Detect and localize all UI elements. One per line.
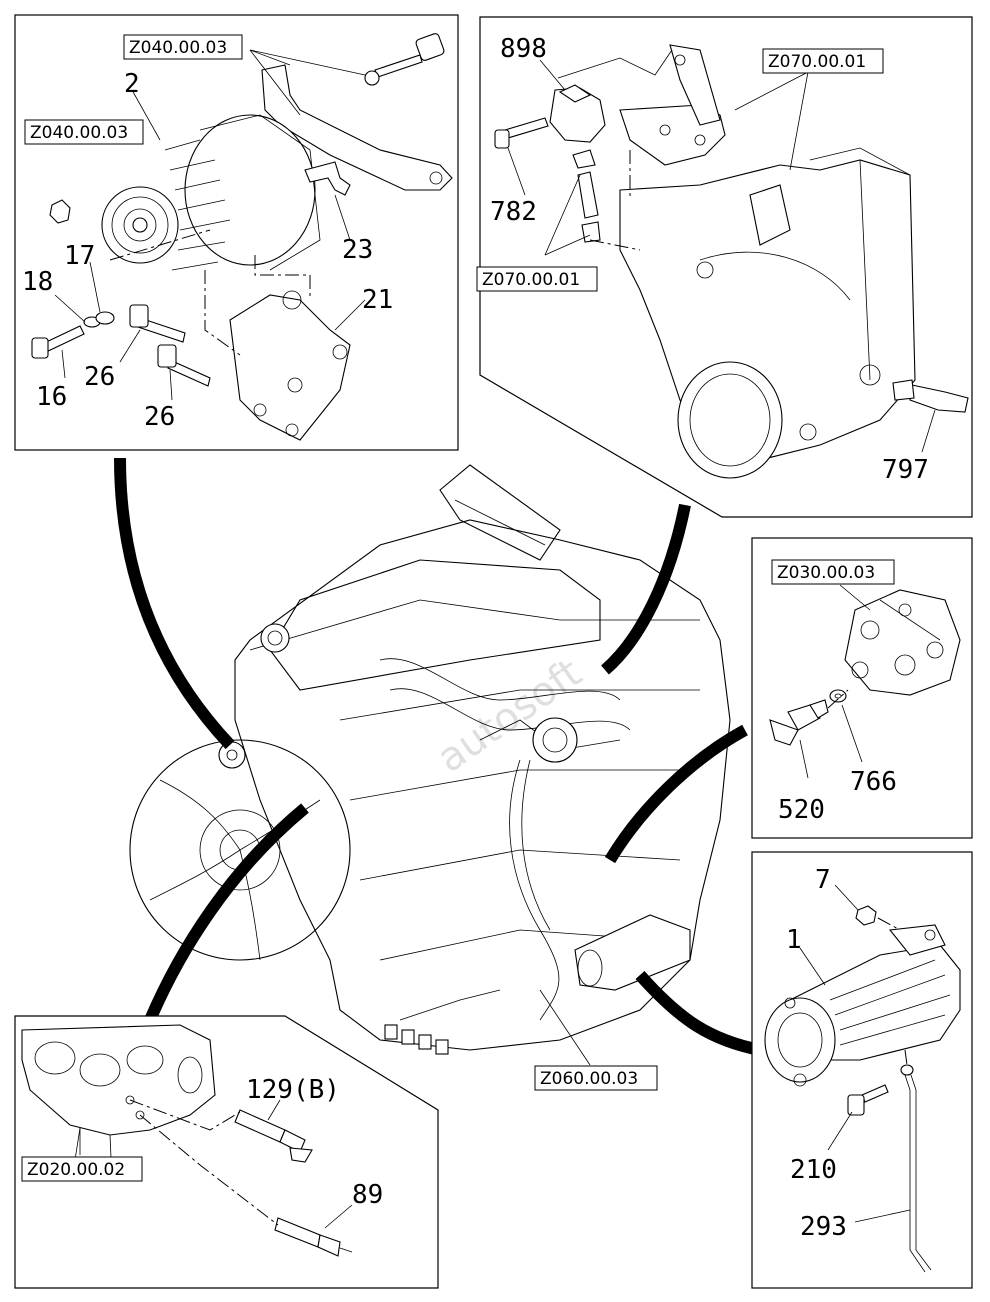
part-label: 2 — [124, 69, 140, 99]
callout-starter — [635, 971, 762, 1056]
part-label: 293 — [800, 1212, 847, 1242]
engine-assembly — [129, 464, 731, 1055]
callout-turbo — [601, 503, 691, 675]
part-label: 7 — [815, 865, 831, 895]
callout-alternator — [114, 457, 235, 750]
panel-manifold-labels: Z020.00.02 129(B) 89 — [21, 1075, 383, 1210]
part-label: 17 — [64, 241, 95, 271]
part-label: 23 — [342, 235, 373, 265]
part-label: 898 — [500, 34, 547, 64]
callout-manifold — [144, 803, 309, 1023]
part-label: 782 — [490, 197, 537, 227]
part-label: 520 — [778, 795, 825, 825]
panel-starter — [751, 851, 973, 1289]
callout-valve — [604, 724, 748, 864]
part-label: 21 — [362, 285, 393, 315]
part-label: 129(B) — [246, 1075, 340, 1105]
panel-starter-labels: 7 1 210 293 — [786, 865, 847, 1242]
ref-label: Z040.00.03 — [129, 38, 227, 58]
ref-label: Z030.00.03 — [777, 563, 875, 583]
part-label: 26 — [144, 402, 175, 432]
panel-turbo-labels: Z070.00.01 Z070.00.01 898 782 797 — [476, 34, 929, 485]
ref-label: Z060.00.03 — [540, 1069, 638, 1089]
part-label: 1 — [786, 925, 802, 955]
ref-label: Z070.00.01 — [482, 270, 580, 290]
ref-label: Z040.00.03 — [30, 123, 128, 143]
ref-label: Z070.00.01 — [768, 52, 866, 72]
part-label: 26 — [84, 362, 115, 392]
part-label: 18 — [22, 267, 53, 297]
watermark: autosoft — [429, 650, 590, 782]
ref-label: Z020.00.02 — [27, 1160, 125, 1180]
panel-alternator-labels: Z040.00.03 Z040.00.03 2 17 18 16 26 26 2… — [22, 34, 393, 432]
panel-alternator — [14, 14, 459, 451]
part-label: 89 — [352, 1180, 383, 1210]
engine-ref: Z060.00.03 — [534, 989, 658, 1091]
part-label: 210 — [790, 1155, 837, 1185]
part-label: 797 — [882, 455, 929, 485]
part-label: 766 — [850, 767, 897, 797]
panel-turbo — [479, 16, 973, 518]
panel-valve — [751, 537, 973, 839]
panel-valve-labels: Z030.00.03 520 766 — [771, 559, 897, 825]
part-label: 16 — [36, 382, 67, 412]
panel-manifold — [14, 1015, 439, 1289]
callout-arrows — [114, 457, 762, 1056]
